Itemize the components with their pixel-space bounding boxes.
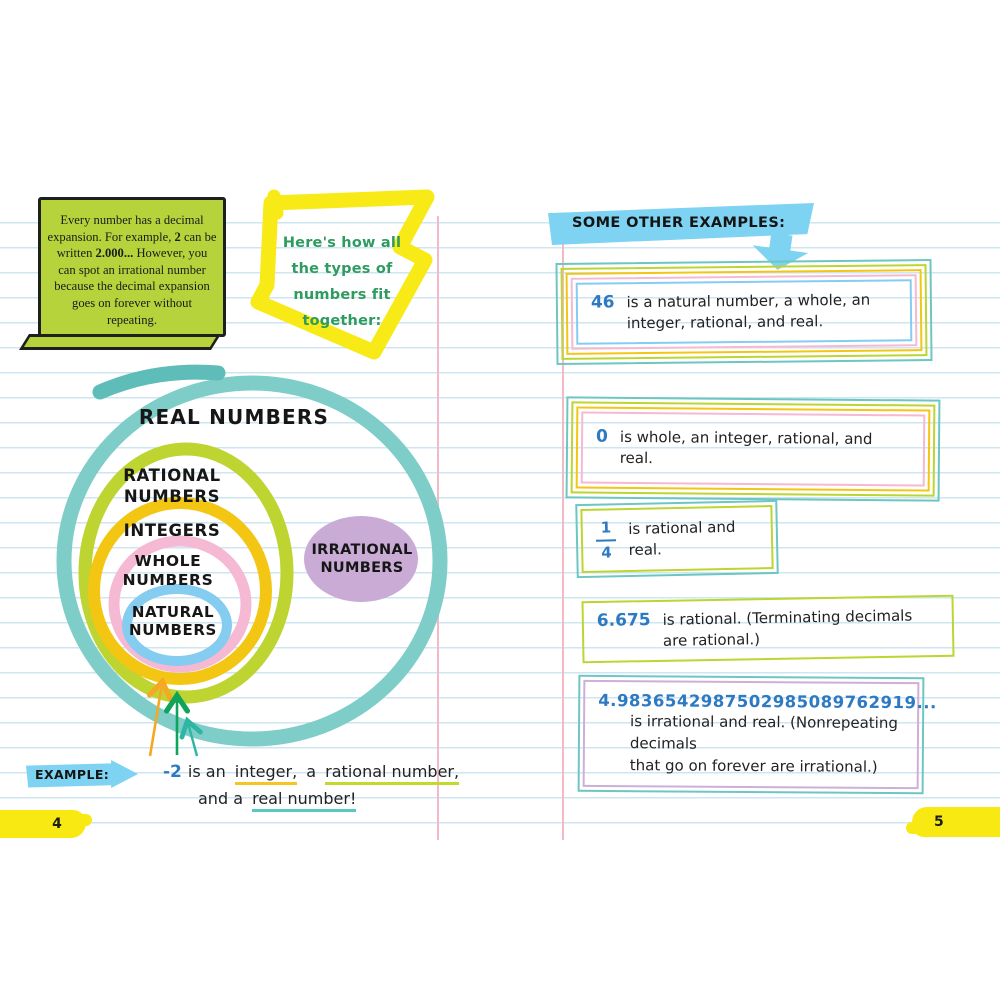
label-irrational-numbers: IRRATIONAL NUMBERS [311,542,413,576]
page-number-4: 4 [52,816,62,832]
example-fraction-text: is rational and real. [628,517,736,560]
example-text: a [306,762,317,781]
label-natural-numbers: NATURAL NUMBERS [129,603,217,639]
example-real-underlined: real number! [252,789,357,812]
example-box-46: 46 is a natural number, a whole, an inte… [555,259,933,365]
example-integer-underlined: integer, [234,762,298,785]
example-number: -2 [163,762,182,782]
callout-text: Here's how all the types of numbers fit … [282,235,402,329]
fraction-denominator: 4 [601,543,612,562]
note-bold-2: 2 [174,229,181,244]
example-text: is an [187,762,226,781]
example-irrational-number: 4.9836542987502985089762919... [598,690,937,713]
page-number-5: 5 [934,814,944,830]
example-box-0: 0 is whole, an integer, rational, and re… [565,396,941,502]
label-rational-numbers: RATIONAL NUMBERS [123,466,221,506]
example-label: EXAMPLE: [35,767,110,782]
example-sentence-line1: -2 is an integer, a rational number, [163,762,460,785]
example-box-6675: 6.675 is rational. (Terminating decimals… [581,594,955,664]
example-46-number: 46 [590,292,615,313]
page-number-tab-left: 4 [0,810,92,838]
banner-label: SOME OTHER EXAMPLES: [572,215,786,231]
note-text: However, you can spot an irrational numb… [54,246,210,327]
example-6675-text: is rational. (Terminating decimals are r… [662,606,913,650]
example-box-irrational-decimal: 4.9836542987502985089762919... is irrati… [577,674,937,795]
note-text: Every number has a decimal expansion. Fo… [47,213,204,244]
page-number-tab-right: 5 [906,807,1000,837]
example-irrational-text: is irrational and real. (Nonrepeating de… [629,712,898,776]
label-whole-numbers: WHOLE NUMBERS [122,552,214,589]
example-rational-underlined: rational number, [325,762,460,785]
example-0-number: 0 [596,426,609,447]
note-text: can be written [56,229,217,261]
left-page-margin-line [437,216,439,840]
note-bold-2000: 2.000... [95,246,134,261]
example-text: and a [198,789,243,808]
fraction-numerator: 1 [595,517,617,542]
label-real-numbers: REAL NUMBERS [138,405,330,429]
example-0-text: is whole, an integer, rational, and real… [619,427,873,468]
example-box-one-fourth: 1 4 is rational and real. [575,499,779,579]
right-page-margin-line [562,216,564,840]
example-46-text: is a natural number, a whole, an integer… [626,290,871,333]
example-sentence-line2: and a real number! [198,789,357,812]
example-6675-number: 6.675 [596,610,651,631]
fraction-one-fourth: 1 4 [595,517,617,563]
note-box: Every number has a decimal expansion. Fo… [38,197,226,337]
label-integers: INTEGERS [123,521,221,540]
